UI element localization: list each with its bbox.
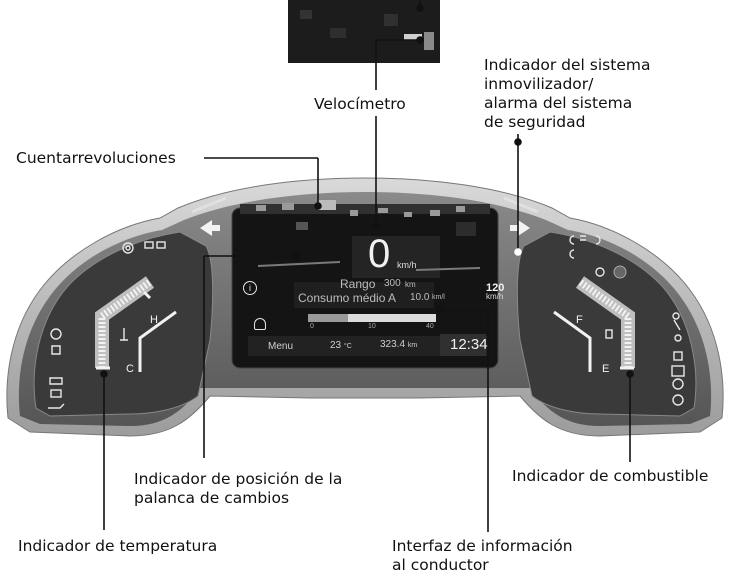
scale-tick-2: 40 [426,323,434,330]
speed-unit: km/h [397,260,417,270]
shift-indicator-zoom-inset [288,0,440,63]
consumption-value: 10.0 [410,292,430,303]
scale-tick-1: 10 [368,323,376,330]
tpms-display-icon [254,318,266,330]
coolant-temp-icon [120,328,128,341]
range-unit: km [405,280,416,289]
right-turn-icon [510,220,530,236]
low-fuel-icon [673,351,683,361]
charging-system-icon [50,389,62,398]
temperature-gauge [95,276,177,372]
parking-brake-icon [672,378,684,406]
low-beam-icon [569,249,575,259]
vsa-off-icon [144,241,166,249]
tachometer-callout: Cuentarrevoluciones [16,149,176,167]
immobilizer-callout: Indicador del sistema inmovilizador/ ala… [484,56,651,131]
speed-limit-unit: km/h [486,292,504,301]
speed-limit-value: 120 [486,282,505,294]
info-icon: i [243,281,257,295]
consumption-label: Consumo médio A [298,291,397,305]
fuel-full-label: F [576,314,583,326]
odometer: 323.4 km [380,339,418,350]
menu-label: Menu [268,341,294,352]
fuel-empty-label: E [602,363,610,375]
left-gauge-pod [33,231,214,417]
auto-brake-hold-icon [671,365,685,377]
range-value: 300 [384,278,401,289]
shift-position-callout: Indicador de posición de la palanca de c… [134,470,343,507]
speed-value: 0 [368,232,391,276]
scale-tick-0: 0 [310,323,314,330]
low-tire-pressure-icon [51,345,61,355]
temp-cold-label: C [126,363,134,375]
check-engine-icon [49,377,63,385]
consumption-unit: km/l [432,294,445,301]
high-beam-icon [569,235,586,245]
fog-light-icon [595,235,601,245]
temp-high-label: H [150,314,158,326]
oil-pressure-icon [48,403,65,409]
driver-info-callout: Interfaz de información al conductor [392,537,573,574]
range-label: Rango [340,277,376,291]
fuel-gauge [553,265,635,372]
brake-system-icon [50,328,62,340]
seatbelt-icon [672,312,681,331]
temperature-callout: Indicador de temperatura [18,537,218,555]
tachometer-band [240,200,490,236]
left-turn-icon [200,220,220,236]
clock: 12:34 [450,336,488,353]
airbag-icon [674,334,682,342]
tpms-icon [595,267,605,277]
outside-temperature: 23 °C [330,340,352,351]
fuel-pump-icon [605,329,613,339]
vsa-icon [122,242,134,254]
right-gauge-pod [516,231,697,417]
speedometer-callout: Velocímetro [314,95,406,113]
fuel-callout: Indicador de combustible [512,467,709,485]
